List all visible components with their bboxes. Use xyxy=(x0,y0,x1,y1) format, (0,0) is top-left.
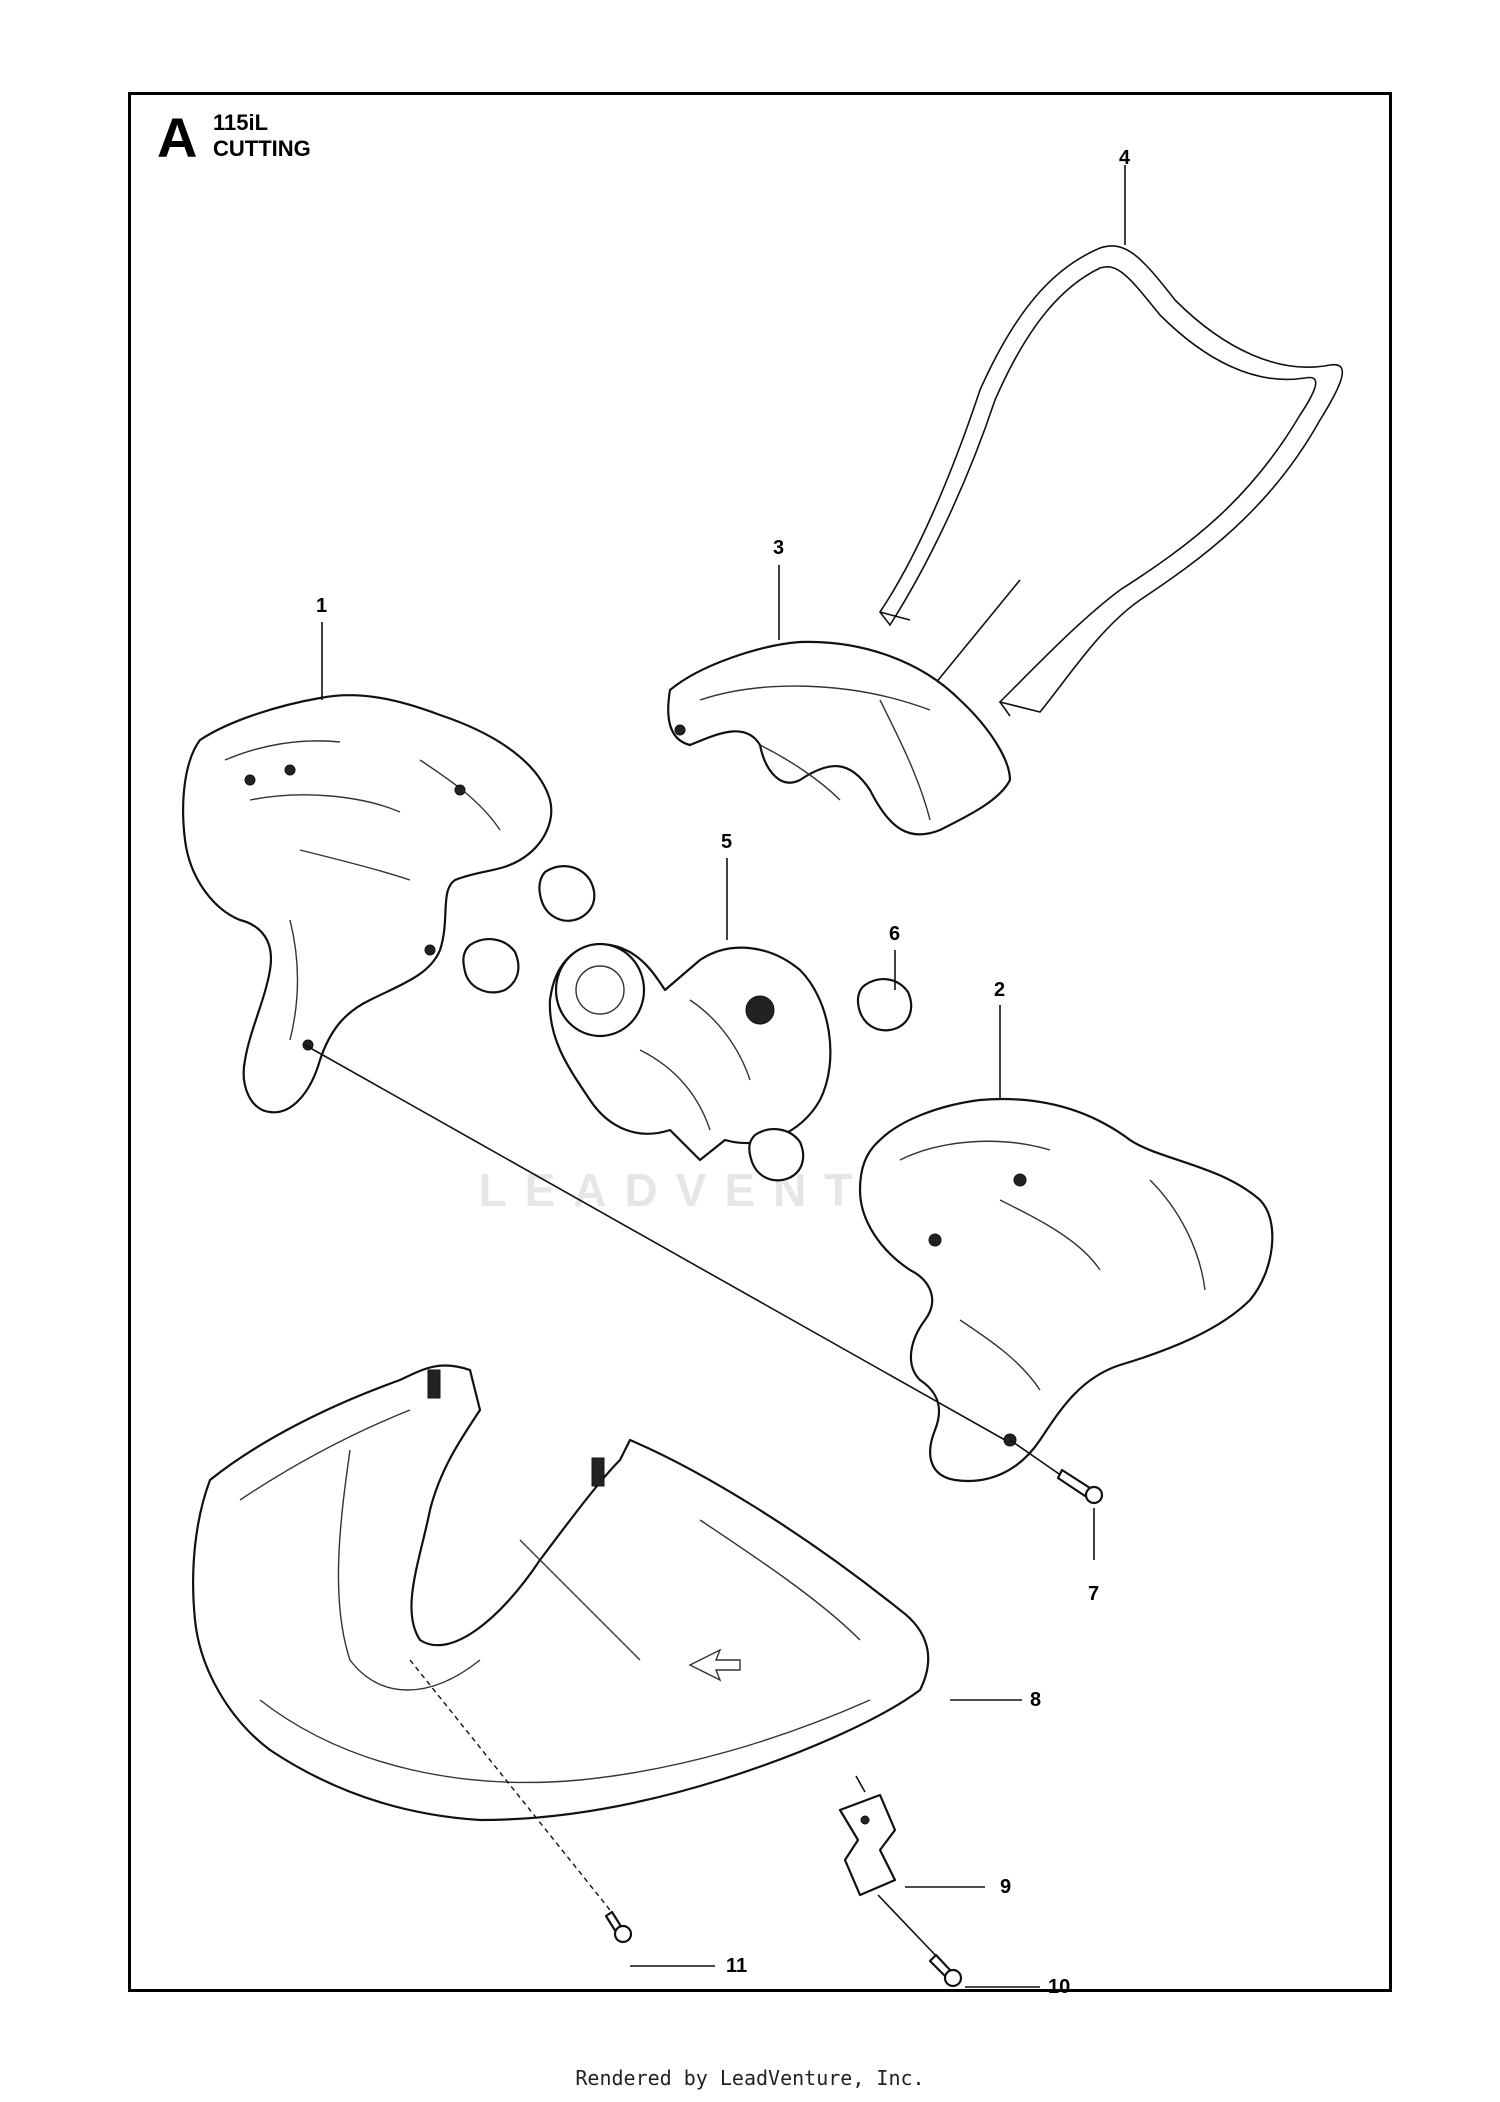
callout-1[interactable]: 1 xyxy=(316,595,328,617)
part-9-line-cutter xyxy=(838,1775,897,1897)
part-8-grass-guard xyxy=(192,1364,930,1822)
part-3-upper-cover xyxy=(667,640,1012,836)
callout-9[interactable]: 9 xyxy=(1000,1876,1012,1898)
part-4-wire-guard xyxy=(879,245,1344,717)
part-10-screw xyxy=(877,1894,963,1988)
callout-5[interactable]: 5 xyxy=(721,831,733,853)
callout-4[interactable]: 4 xyxy=(1119,147,1131,169)
callout-8[interactable]: 8 xyxy=(1030,1689,1042,1711)
footer-credit: Rendered by LeadVenture, Inc. xyxy=(575,2066,925,2090)
part-5-motor xyxy=(548,942,832,1162)
part-11-screw xyxy=(409,1659,633,1944)
leader-line-3-4 xyxy=(929,579,1021,691)
callout-3[interactable]: 3 xyxy=(773,537,785,559)
callout-leaders xyxy=(321,165,1126,1988)
callout-6[interactable]: 6 xyxy=(889,923,901,945)
callout-2[interactable]: 2 xyxy=(994,979,1006,1001)
section-letter: A xyxy=(157,106,198,169)
section-name: CUTTING xyxy=(213,136,311,161)
part-1-left-housing xyxy=(182,694,553,1114)
assembly-line-1-2 xyxy=(304,1044,1006,1441)
callout-11[interactable]: 11 xyxy=(726,1955,748,1977)
diagram-frame xyxy=(128,92,1392,1992)
part-2-right-housing xyxy=(858,1097,1274,1482)
model-number: 115iL xyxy=(213,110,269,135)
part-6-dampers xyxy=(462,865,913,1182)
callout-7[interactable]: 7 xyxy=(1088,1583,1100,1605)
part-7-screw xyxy=(1009,1439,1104,1560)
callout-10[interactable]: 10 xyxy=(1048,1976,1071,1998)
